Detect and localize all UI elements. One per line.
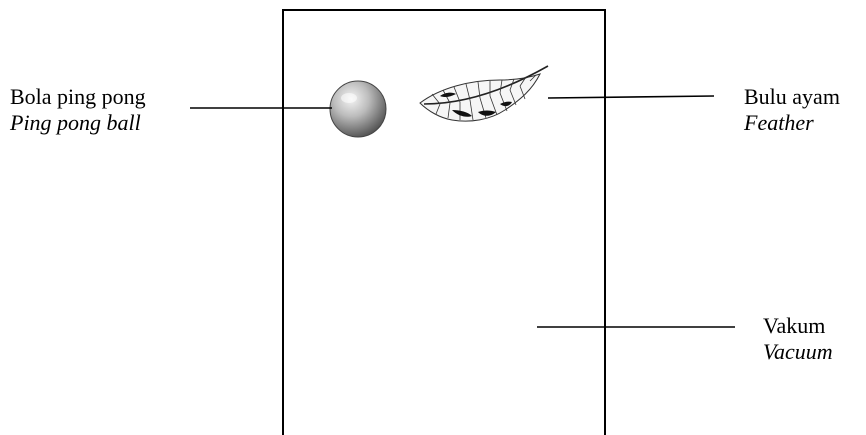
vacuum-label-english: Vacuum	[763, 339, 833, 365]
ball-label-malay: Bola ping pong	[10, 84, 146, 110]
feather-label-english: Feather	[744, 110, 840, 136]
vacuum-label-malay: Vakum	[763, 313, 833, 339]
ball-label: Bola ping pong Ping pong ball	[10, 84, 146, 136]
feather-label: Bulu ayam Feather	[744, 84, 840, 136]
feather-label-malay: Bulu ayam	[744, 84, 840, 110]
vacuum-tube	[283, 10, 605, 435]
feather-leader-line	[548, 96, 714, 98]
feather-icon	[420, 66, 548, 121]
vacuum-label: Vakum Vacuum	[763, 313, 833, 365]
ball-label-english: Ping pong ball	[10, 110, 146, 136]
ping-pong-ball-icon	[330, 81, 386, 137]
